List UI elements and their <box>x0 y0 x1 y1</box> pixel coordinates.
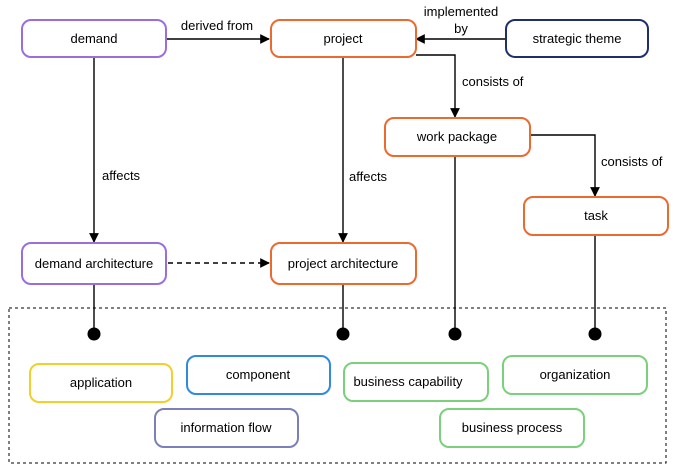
connector-dot <box>448 327 462 341</box>
edge-affects-project: affects <box>338 57 388 243</box>
node-business-process[interactable]: business process <box>439 408 585 448</box>
node-label-demand-architecture: demand architecture <box>35 256 154 271</box>
edge-label-affects-2: affects <box>349 169 388 184</box>
node-strategic-theme[interactable]: strategic theme <box>505 19 649 58</box>
edge-consists-of-task: consists of <box>530 134 663 197</box>
edge-label-implemented: implemented <box>424 4 498 19</box>
edge-consists-of-work-package: consists of <box>416 54 524 118</box>
node-label-business-capability: business capability <box>353 374 463 389</box>
node-label-project-architecture: project architecture <box>288 256 399 271</box>
node-task[interactable]: task <box>523 196 669 236</box>
node-component[interactable]: component <box>186 355 331 395</box>
connector-task <box>588 235 602 341</box>
edge-label-affects-1: affects <box>102 168 141 183</box>
node-label-organization: organization <box>540 367 611 382</box>
node-label-task: task <box>584 208 608 223</box>
node-information-flow[interactable]: information flow <box>154 408 299 448</box>
edge-implemented-by: implemented by <box>415 4 505 44</box>
node-label-business-process: business process <box>462 420 563 435</box>
node-label-application: application <box>70 375 132 390</box>
edge-affects-demand: affects <box>89 57 141 243</box>
node-label-project: project <box>323 31 362 46</box>
node-application[interactable]: application <box>29 363 173 403</box>
node-project[interactable]: project <box>270 19 417 58</box>
node-label-demand: demand <box>71 31 118 46</box>
element-region <box>8 307 667 464</box>
node-project-architecture[interactable]: project architecture <box>270 242 417 285</box>
node-work-package[interactable]: work package <box>384 117 531 157</box>
node-demand-architecture[interactable]: demand architecture <box>21 242 167 285</box>
edge-label-by: by <box>454 21 468 36</box>
node-label-strategic-theme: strategic theme <box>533 31 622 46</box>
node-label-component: component <box>226 367 291 382</box>
node-business-capability[interactable]: business capability <box>343 362 489 402</box>
edge-label-derived-from: derived from <box>181 18 253 33</box>
node-label-information-flow: information flow <box>180 420 272 435</box>
node-label-work-package: work package <box>416 129 497 144</box>
edge-derived-from: derived from <box>166 18 270 44</box>
connector-demand-architecture <box>87 284 101 341</box>
node-demand[interactable]: demand <box>21 19 167 58</box>
connector-dot <box>336 327 350 341</box>
connector-project-architecture <box>336 284 350 341</box>
edge-label-consists-of-2: consists of <box>601 154 663 169</box>
connector-dot <box>87 327 101 341</box>
connector-work-package <box>448 156 462 341</box>
connector-dot <box>588 327 602 341</box>
node-organization[interactable]: organization <box>502 355 648 395</box>
edge-label-consists-of-1: consists of <box>462 74 524 89</box>
